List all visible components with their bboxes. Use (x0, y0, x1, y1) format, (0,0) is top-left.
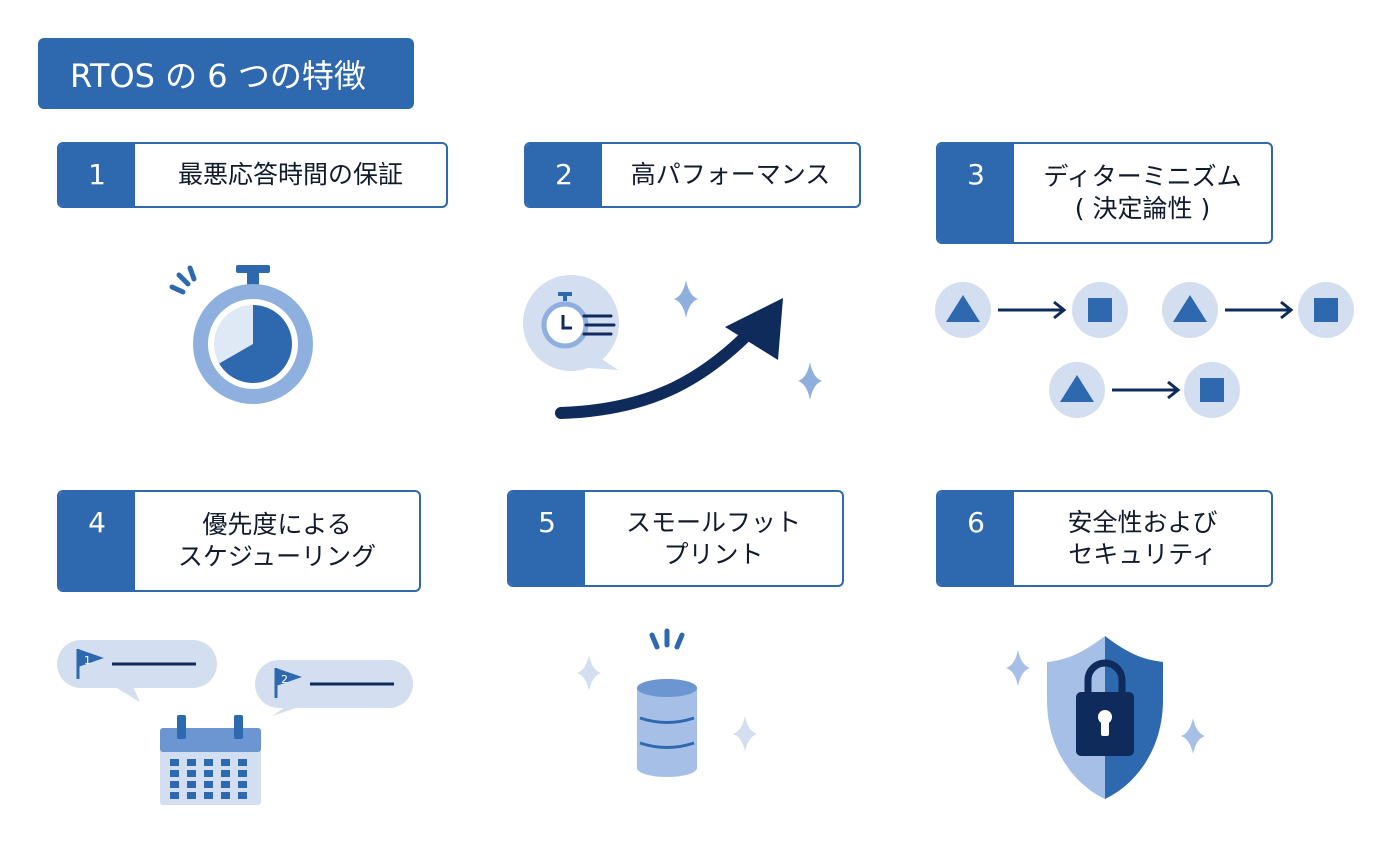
shield-lock-icon (1047, 636, 1163, 799)
database-icon (637, 628, 697, 777)
calendar-day-cell (221, 770, 230, 777)
feature-number: 4 (59, 492, 135, 590)
page-title: RTOS の 6 つの特徴 (38, 38, 414, 109)
feature-label: 最悪応答時間の保証 (177, 160, 403, 189)
calendar-day-cell (204, 770, 213, 777)
feature-number: 3 (938, 144, 1014, 242)
calendar-day-cell (238, 759, 247, 766)
calendar-day-cell (170, 759, 179, 766)
stopwatch-icon (169, 265, 313, 404)
feature-number: 5 (509, 492, 585, 585)
calendar-day-cell (187, 792, 196, 799)
feature-number: 6 (938, 492, 1014, 585)
priority-bubble-1: 1 (57, 640, 217, 702)
feature-card-2: 2 高パフォーマンス (524, 142, 861, 208)
sparkle-icon (577, 655, 757, 752)
feature-label: 高パフォーマンス (630, 160, 831, 189)
sparkle-icon (1006, 650, 1205, 754)
calendar-day-cell (204, 781, 213, 788)
feature-label: ディターミニズム ( 決定論性 ) (1043, 162, 1242, 223)
calendar-day-cell (238, 781, 247, 788)
feature-number: 2 (526, 144, 602, 206)
calendar-day-cell (221, 781, 230, 788)
feature-card-4: 4 優先度による スケジューリング (57, 490, 421, 592)
priority-bubble-2: 2 (255, 660, 413, 716)
feature-label: スモールフット プリント (625, 507, 801, 569)
calendar-day-cell (238, 770, 247, 777)
calendar-icon (160, 715, 261, 805)
feature-card-3: 3 ディターミニズム ( 決定論性 ) (936, 142, 1273, 244)
flag-number: 1 (84, 654, 91, 667)
feature-number: 1 (59, 144, 135, 206)
feature-card-1: 1 最悪応答時間の保証 (57, 142, 448, 208)
rising-arrow-icon (555, 298, 783, 419)
feature-label: 安全性および セキュリティ (1067, 507, 1218, 569)
calendar-day-cell (204, 792, 213, 799)
feature-card-6: 6 安全性および セキュリティ (936, 490, 1273, 587)
clock-bubble-icon (523, 275, 619, 371)
calendar-day-cell (238, 792, 247, 799)
calendar-day-cell (170, 781, 179, 788)
calendar-day-cell (187, 770, 196, 777)
flag-number: 2 (281, 673, 288, 686)
calendar-day-cell (187, 759, 196, 766)
determinism-diagram (935, 282, 1354, 418)
feature-card-5: 5 スモールフット プリント (507, 490, 844, 587)
calendar-day-cell (221, 792, 230, 799)
feature-label: 優先度による スケジューリング (177, 510, 377, 571)
calendar-day-cell (221, 759, 230, 766)
calendar-day-cell (204, 759, 213, 766)
sparkle-icon (674, 280, 822, 400)
calendar-day-cell (170, 792, 179, 799)
calendar-day-cell (187, 781, 196, 788)
calendar-day-cell (170, 770, 179, 777)
